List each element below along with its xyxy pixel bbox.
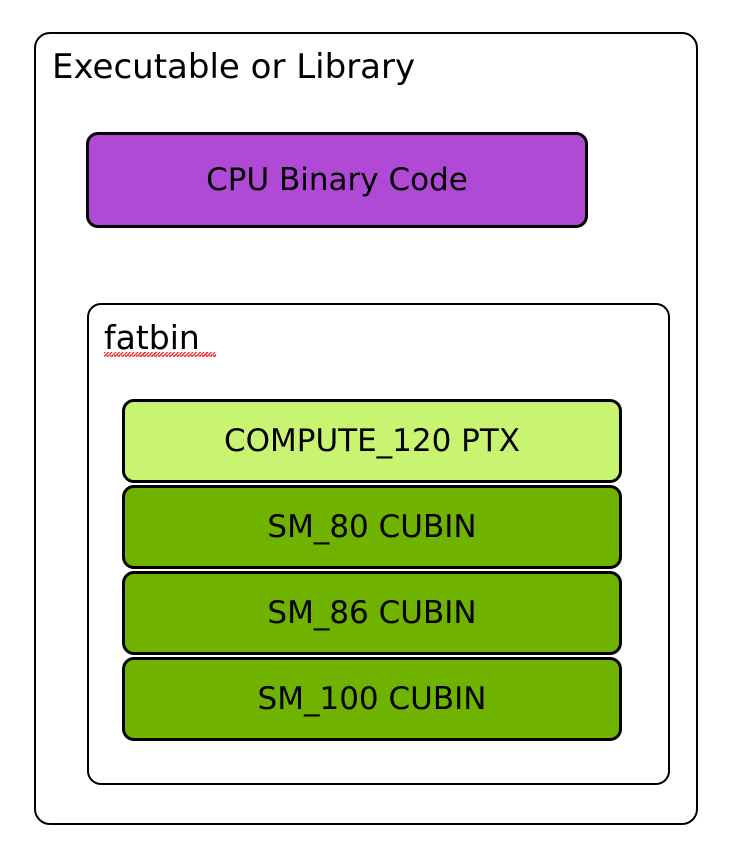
fatbin-entry-label: COMPUTE_120 PTX <box>223 423 521 459</box>
fatbin-entry-label: SM_100 CUBIN <box>257 681 487 717</box>
fatbin-entry-sm-86-cubin: SM_86 CUBIN <box>122 571 622 655</box>
fatbin-entry-sm-80-cubin: SM_80 CUBIN <box>122 485 622 569</box>
fatbin-entry-list: COMPUTE_120 PTX SM_80 CUBIN SM_86 CUBIN … <box>122 399 622 741</box>
cpu-binary-code-block: CPU Binary Code <box>86 132 588 228</box>
fatbin-entry-label: SM_80 CUBIN <box>267 509 477 545</box>
fatbin-title: fatbin <box>104 318 200 357</box>
cpu-binary-code-label: CPU Binary Code <box>206 162 468 198</box>
spellcheck-underline-icon <box>104 352 216 357</box>
fatbin-entry-compute-120-ptx: COMPUTE_120 PTX <box>122 399 622 483</box>
fatbin-entry-label: SM_86 CUBIN <box>267 595 477 631</box>
executable-or-library-title: Executable or Library <box>52 47 416 87</box>
fatbin-entry-sm-100-cubin: SM_100 CUBIN <box>122 657 622 741</box>
